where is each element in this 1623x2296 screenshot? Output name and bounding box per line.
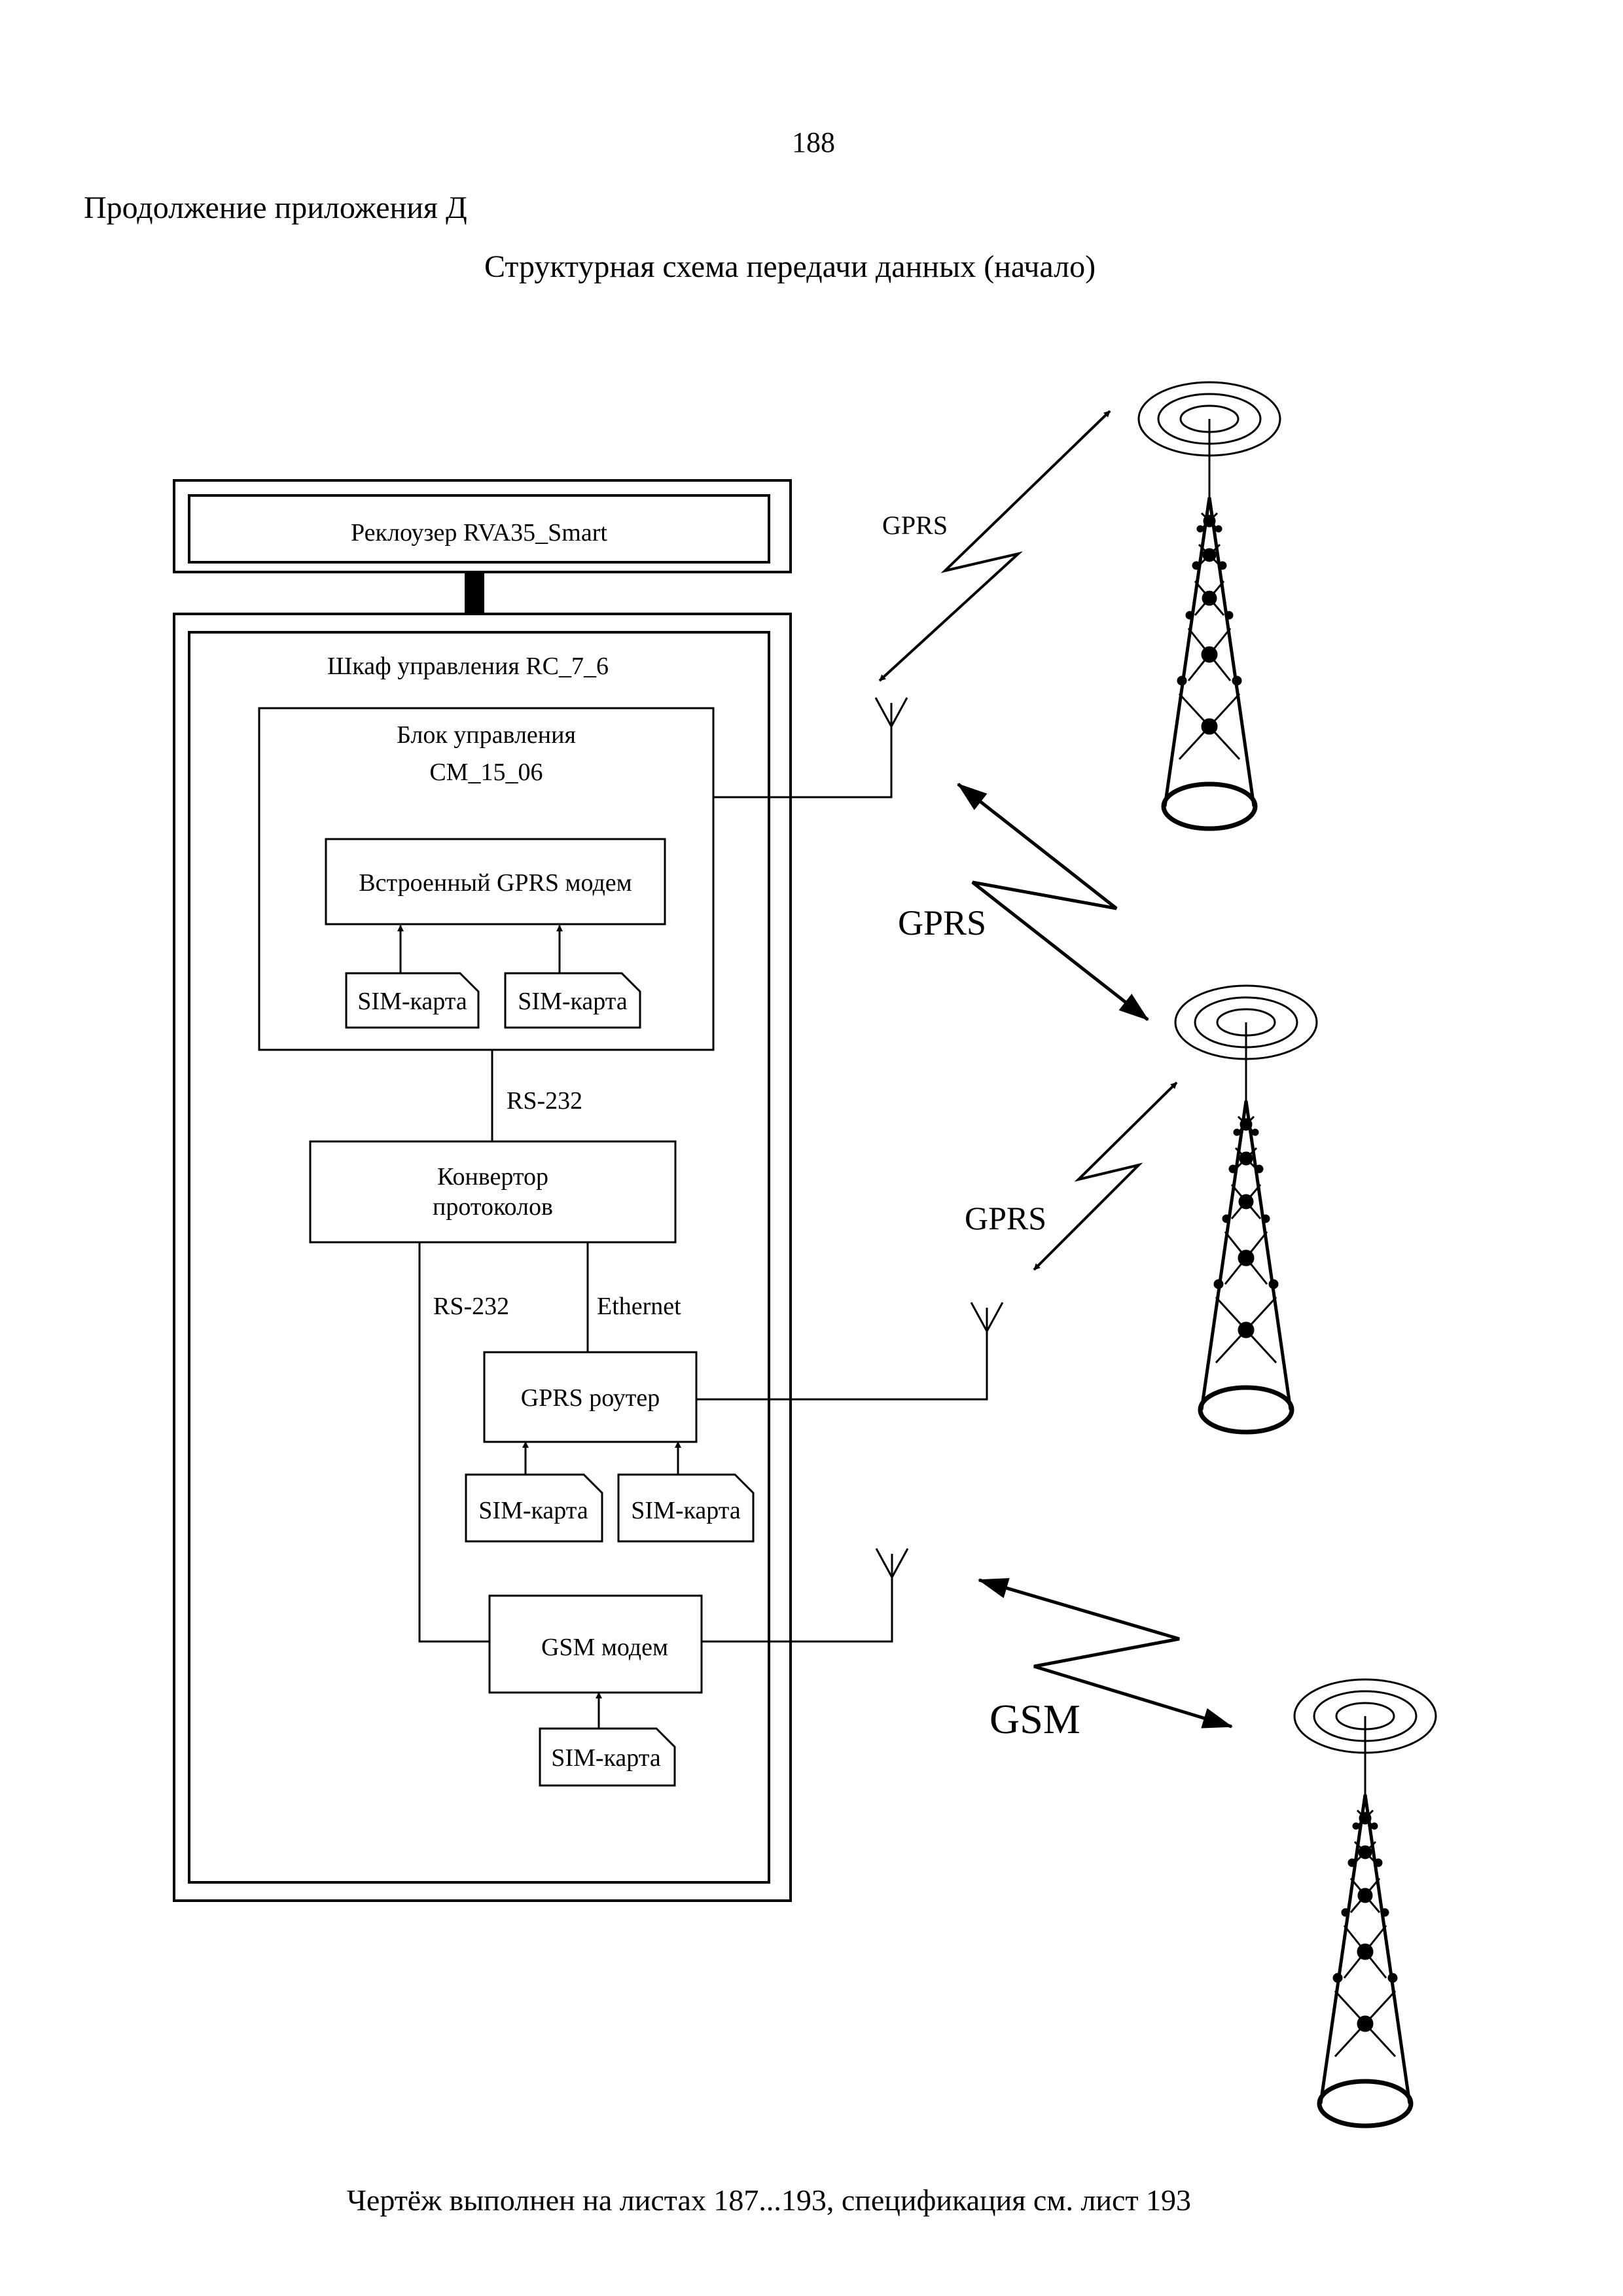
cabinet-label: Шкаф управления RC_7_6 — [327, 653, 609, 680]
page-number: 188 — [792, 126, 835, 158]
sim-card-1 — [345, 972, 480, 1029]
control-unit-code: CM_15_06 — [429, 759, 543, 786]
antenna-icon — [970, 1302, 1004, 1332]
rs232-link-left — [418, 1242, 490, 1643]
builtin-modem-label: Встроенный GPRS модем — [359, 869, 632, 897]
gprs-label: GPRS — [898, 903, 986, 942]
sim-card-label: SIM-карта — [518, 988, 628, 1015]
antenna-icon — [874, 697, 908, 727]
converter-box — [309, 1140, 677, 1244]
lightning-link-icon — [878, 410, 1111, 682]
converter-label: Конвертор — [437, 1163, 548, 1191]
gsm-modem-box — [488, 1594, 703, 1694]
ethernet-label: Ethernet — [597, 1293, 681, 1320]
rs232-label: RS-232 — [507, 1087, 582, 1115]
sim-card-label: SIM-карта — [357, 988, 467, 1015]
sim-card-5 — [539, 1727, 676, 1787]
gsm-modem-label: GSM модем — [541, 1634, 668, 1661]
converter-label-2: протоколов — [433, 1193, 553, 1221]
router-antenna-line — [696, 1331, 988, 1401]
gsm-modem-antenna-line — [702, 1577, 893, 1643]
cell-tower-icon — [1174, 984, 1318, 1435]
sim-card-4 — [617, 1473, 755, 1543]
footer-note: Чертёж выполнен на листах 187...193, спе… — [347, 2183, 1192, 2217]
lightning-link-icon — [957, 783, 1149, 1021]
diagram-title: Структурная схема передачи данных (начал… — [484, 249, 1096, 284]
cell-tower-icon — [1137, 381, 1281, 831]
sim-card-2 — [504, 972, 641, 1029]
recloser-label: Реклоузер RVA35_Smart — [351, 519, 607, 547]
gprs-router-label: GPRS роутер — [521, 1384, 660, 1412]
control-unit-label: Блок управления — [397, 721, 576, 749]
sim-card-label: SIM-карта — [551, 1744, 661, 1772]
cabinet-box — [173, 613, 792, 1902]
antenna-icon — [875, 1548, 909, 1578]
cell-tower-icon — [1293, 1678, 1437, 2128]
gprs-label: GPRS — [882, 511, 948, 540]
recloser-cabinet-connector — [465, 572, 484, 614]
control-unit-antenna-line — [713, 726, 893, 798]
gprs-label: GPRS — [965, 1200, 1046, 1236]
gsm-label: GSM — [990, 1696, 1080, 1742]
control-unit-box — [258, 707, 715, 1051]
builtin-modem-box — [325, 838, 666, 925]
lightning-link-icon — [1033, 1081, 1178, 1271]
appendix-title: Продолжение приложения Д — [84, 190, 467, 225]
gprs-router-box — [483, 1351, 698, 1443]
rs232-label: RS-232 — [433, 1293, 509, 1320]
sim-card-label: SIM-карта — [631, 1497, 741, 1524]
sim-card-label: SIM-карта — [478, 1497, 588, 1524]
lightning-link-icon — [978, 1578, 1233, 1729]
sim-card-3 — [465, 1473, 603, 1543]
